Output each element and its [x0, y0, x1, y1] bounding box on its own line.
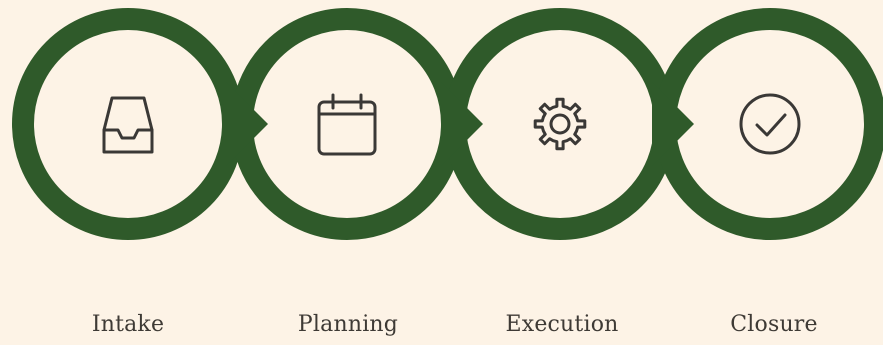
inbox-tray-icon — [102, 96, 154, 154]
gear-icon — [533, 97, 587, 151]
arrow-connector-1 — [226, 82, 268, 166]
step-ring-intake — [12, 8, 244, 240]
step-label-intake: Intake — [91, 312, 165, 337]
step-ring-planning — [231, 8, 463, 240]
step-label-planning: Planning — [297, 312, 399, 337]
arrow-connector-3 — [652, 82, 694, 166]
step-ring-execution — [444, 8, 676, 240]
step-label-closure: Closure — [730, 312, 818, 337]
arrow-connector-2 — [441, 82, 483, 166]
step-label-execution: Execution — [505, 312, 619, 337]
calendar-icon — [317, 93, 377, 156]
check-circle-icon — [739, 93, 801, 155]
step-ring-closure — [654, 8, 883, 240]
